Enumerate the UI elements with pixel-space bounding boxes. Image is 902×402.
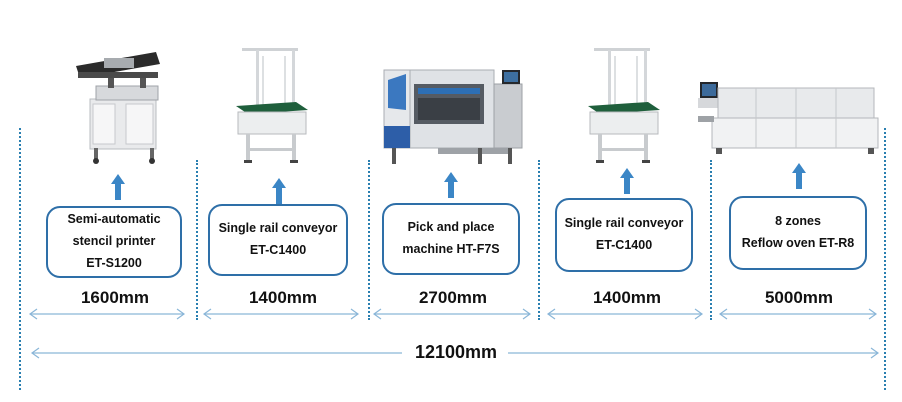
label-line: Single rail conveyor <box>564 216 684 231</box>
divider-right <box>884 128 886 390</box>
conveyor-2-length: 1400mm <box>592 288 662 307</box>
arrow-up-icon <box>792 163 806 189</box>
dimension-arrow <box>28 308 186 320</box>
label-line: Pick and place <box>407 220 495 235</box>
divider-1 <box>196 160 198 320</box>
label-line: Single rail conveyor <box>218 221 338 236</box>
stencil-printer-label: Semi-automatic stencil printer ET-S1200 <box>46 206 182 278</box>
stencil-printer-length: 1600mm <box>80 288 150 307</box>
pick-and-place-label: Pick and place machine HT-F7S <box>382 203 520 275</box>
label-line: ET-S1200 <box>86 255 142 270</box>
arrow-up-icon <box>272 178 286 204</box>
arrow-up-icon <box>620 168 634 194</box>
divider-2 <box>368 160 370 320</box>
label-line: Reflow oven ET-R8 <box>741 236 855 250</box>
label-line: ET-C1400 <box>249 243 307 257</box>
arrow-up-icon <box>111 174 125 200</box>
dimension-arrow <box>718 308 878 320</box>
label-line: Semi-automatic <box>67 212 161 227</box>
pick-and-place-length: 2700mm <box>418 288 488 307</box>
arrow-up-icon <box>444 172 458 198</box>
pick-and-place-image <box>383 69 523 164</box>
reflow-oven-label: 8 zones Reflow oven ET-R8 <box>729 196 867 270</box>
divider-3 <box>538 160 540 320</box>
reflow-oven-length: 5000mm <box>764 288 834 307</box>
label-line: machine HT-F7S <box>402 242 500 256</box>
stencil-printer-image <box>76 52 160 164</box>
conveyor-1-label: Single rail conveyor ET-C1400 <box>208 204 348 276</box>
reflow-oven-image <box>698 82 879 154</box>
divider-4 <box>710 160 712 320</box>
label-line: ET-C1400 <box>595 238 653 252</box>
total-dimension-arrow <box>30 347 880 359</box>
dimension-arrow <box>546 308 704 320</box>
dimension-arrow <box>202 308 360 320</box>
total-length: 12100mm <box>414 342 498 362</box>
dimension-arrow <box>372 308 532 320</box>
divider-left <box>19 128 21 390</box>
conveyor-2-image <box>588 48 660 163</box>
label-line: stencil printer <box>72 234 156 249</box>
conveyor-1-image <box>236 48 308 163</box>
conveyor-2-label: Single rail conveyor ET-C1400 <box>555 198 693 272</box>
label-line: 8 zones <box>775 214 821 229</box>
conveyor-1-length: 1400mm <box>248 288 318 307</box>
